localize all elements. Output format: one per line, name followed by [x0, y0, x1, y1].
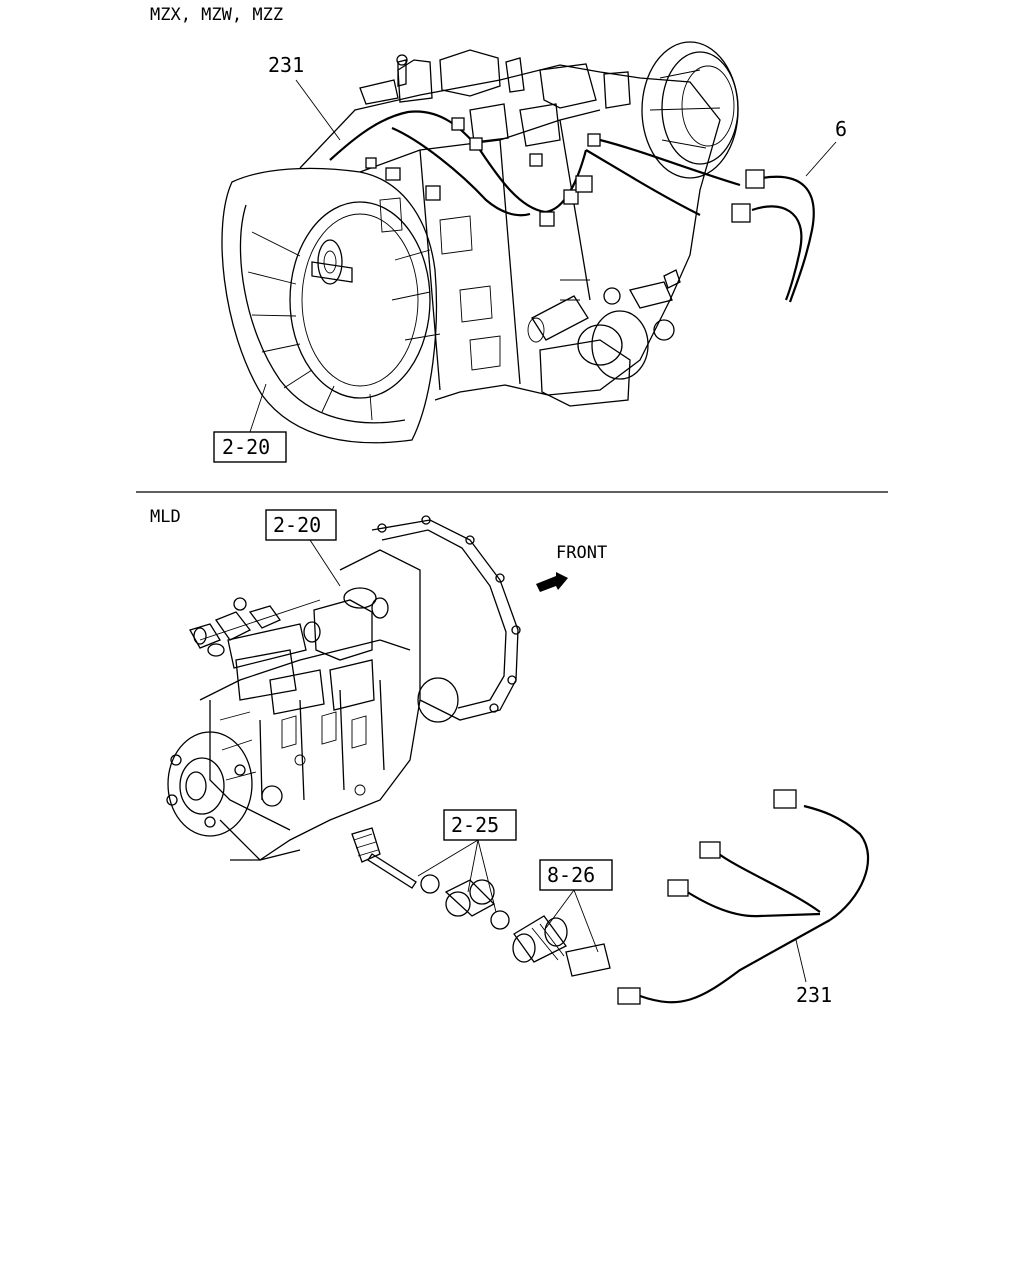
bottom-model-label: MLD — [150, 507, 181, 527]
speed-sensor — [513, 915, 567, 963]
top-callout-231-label: 231 — [268, 53, 304, 77]
top-transmission-drawing — [221, 41, 815, 444]
bottom-callout-2-25: 2-25 — [417, 809, 517, 913]
gear-sleeve — [444, 879, 496, 917]
harness-connector-lower — [667, 879, 689, 897]
bottom-callout-2-20-box — [265, 509, 337, 541]
front-label: FRONT — [556, 543, 607, 563]
bottom-callout-231-label: 231 — [796, 983, 832, 1007]
top-callout-6-label: 6 — [835, 117, 847, 141]
top-model-label: MZX, MZW, MZZ — [150, 5, 283, 25]
bottom-callout-8-26-label: 8-26 — [547, 863, 595, 887]
harness-connector-mid — [699, 841, 721, 859]
bottom-callout-2-25-label: 2-25 — [451, 813, 499, 837]
seal-ring — [490, 910, 510, 930]
top-callout-231: 231 — [268, 53, 341, 141]
bottom-callout-2-25-box — [443, 809, 517, 841]
speedometer-gear — [351, 827, 381, 863]
o-ring — [420, 874, 440, 894]
harness-connector-top — [773, 789, 797, 809]
bottom-callout-8-26-box — [539, 859, 613, 891]
sensor-bracket — [565, 943, 611, 977]
front-indicator: FRONT — [536, 543, 607, 592]
bottom-callout-2-20-label: 2-20 — [273, 513, 321, 537]
top-callout-6: 6 — [805, 117, 847, 177]
harness-connector-sensor — [617, 987, 641, 1005]
front-arrow-icon — [536, 572, 568, 592]
bottom-callout-2-20: 2-20 — [265, 509, 341, 587]
top-callout-2-20: 2-20 — [213, 383, 287, 463]
top-callout-2-20-label: 2-20 — [222, 435, 270, 459]
bottom-callout-231: 231 — [795, 939, 832, 1007]
bottom-callout-8-26: 8-26 — [539, 859, 613, 953]
top-callout-2-20-box — [213, 431, 287, 463]
bottom-transmission-drawing — [166, 515, 870, 1005]
